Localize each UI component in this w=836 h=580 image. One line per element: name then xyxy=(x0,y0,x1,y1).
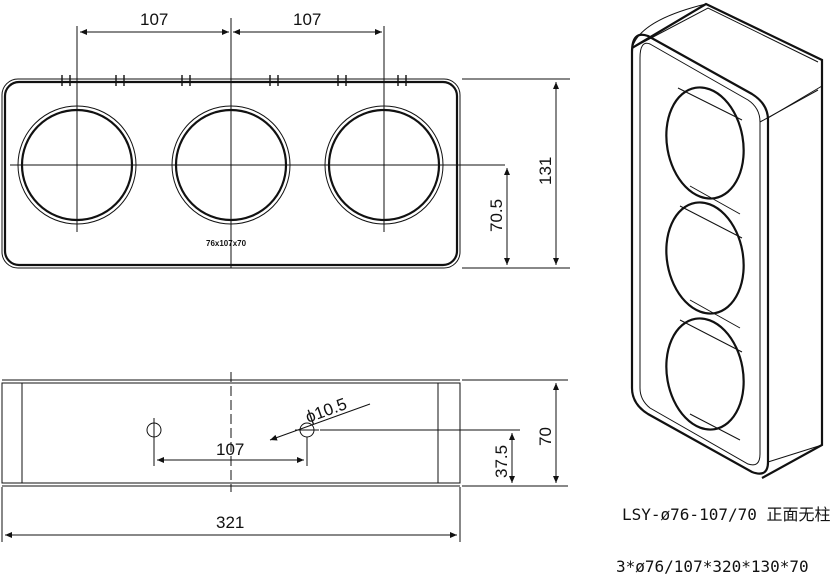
dim-hole-height-label: 37.5 xyxy=(492,445,511,478)
dim-depth-label: 70 xyxy=(536,427,555,446)
dim-hole-diameter-label: ϕ10.5 xyxy=(303,394,350,426)
bottom-outline xyxy=(1,382,461,484)
dim-right-height xyxy=(462,78,570,269)
front-face-inner xyxy=(639,42,761,466)
iso-lens-top xyxy=(665,86,745,215)
dim-spacing-left-label: 107 xyxy=(140,10,168,29)
caption-spec: 3*ø76/107*320*130*70 xyxy=(616,557,809,576)
model-note: 76x107x70 xyxy=(206,239,247,248)
bottom-view: ϕ10.5 107 70 37.5 321 xyxy=(1,372,568,542)
front-face-outer xyxy=(630,33,770,475)
front-view: 107 107 131 70.5 76x107x70 xyxy=(1,10,570,269)
isometric-view xyxy=(630,2,824,479)
dim-center-height-label: 70.5 xyxy=(487,199,506,232)
dim-hole-spacing-label: 107 xyxy=(216,440,244,459)
caption-model: LSY-ø76-107/70 正面无柱 xyxy=(622,505,831,524)
center-lines xyxy=(10,18,505,268)
top-edge-ticks xyxy=(61,75,407,86)
iso-lens-middle xyxy=(665,201,745,329)
iso-lens-bottom xyxy=(665,317,745,441)
dim-length-label: 321 xyxy=(216,513,244,532)
dim-height-label: 131 xyxy=(536,157,555,185)
dim-spacing-right-label: 107 xyxy=(293,10,321,29)
